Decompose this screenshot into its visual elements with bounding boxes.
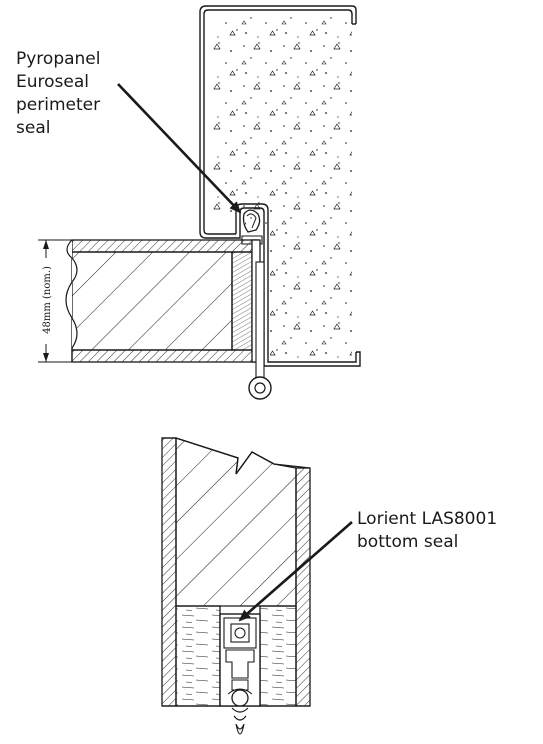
callout-line: seal bbox=[16, 118, 51, 138]
hinge-pin bbox=[248, 261, 272, 400]
door-leaf-bottom-section bbox=[161, 437, 311, 707]
callout-line: Euroseal bbox=[16, 72, 89, 92]
top-callout-leader-arrow bbox=[117, 83, 242, 214]
thickness-dimension: 48mm (nom.) bbox=[38, 239, 72, 363]
door-leaf-plan-section bbox=[65, 239, 261, 363]
callout-line: Lorient LAS8001 bbox=[357, 509, 498, 529]
thickness-dimension-label: 48mm (nom.) bbox=[42, 266, 53, 334]
perimeter-seal-callout: Pyropanel Euroseal perimeter seal bbox=[16, 48, 101, 140]
bottom-callout-leader-arrow bbox=[238, 521, 353, 622]
bottom-seal-profile bbox=[219, 613, 261, 735]
bottom-seal-callout: Lorient LAS8001 bottom seal bbox=[357, 508, 497, 554]
callout-line: Pyropanel bbox=[16, 49, 101, 69]
callout-line: perimeter bbox=[16, 95, 101, 115]
callout-line: bottom seal bbox=[357, 532, 459, 552]
